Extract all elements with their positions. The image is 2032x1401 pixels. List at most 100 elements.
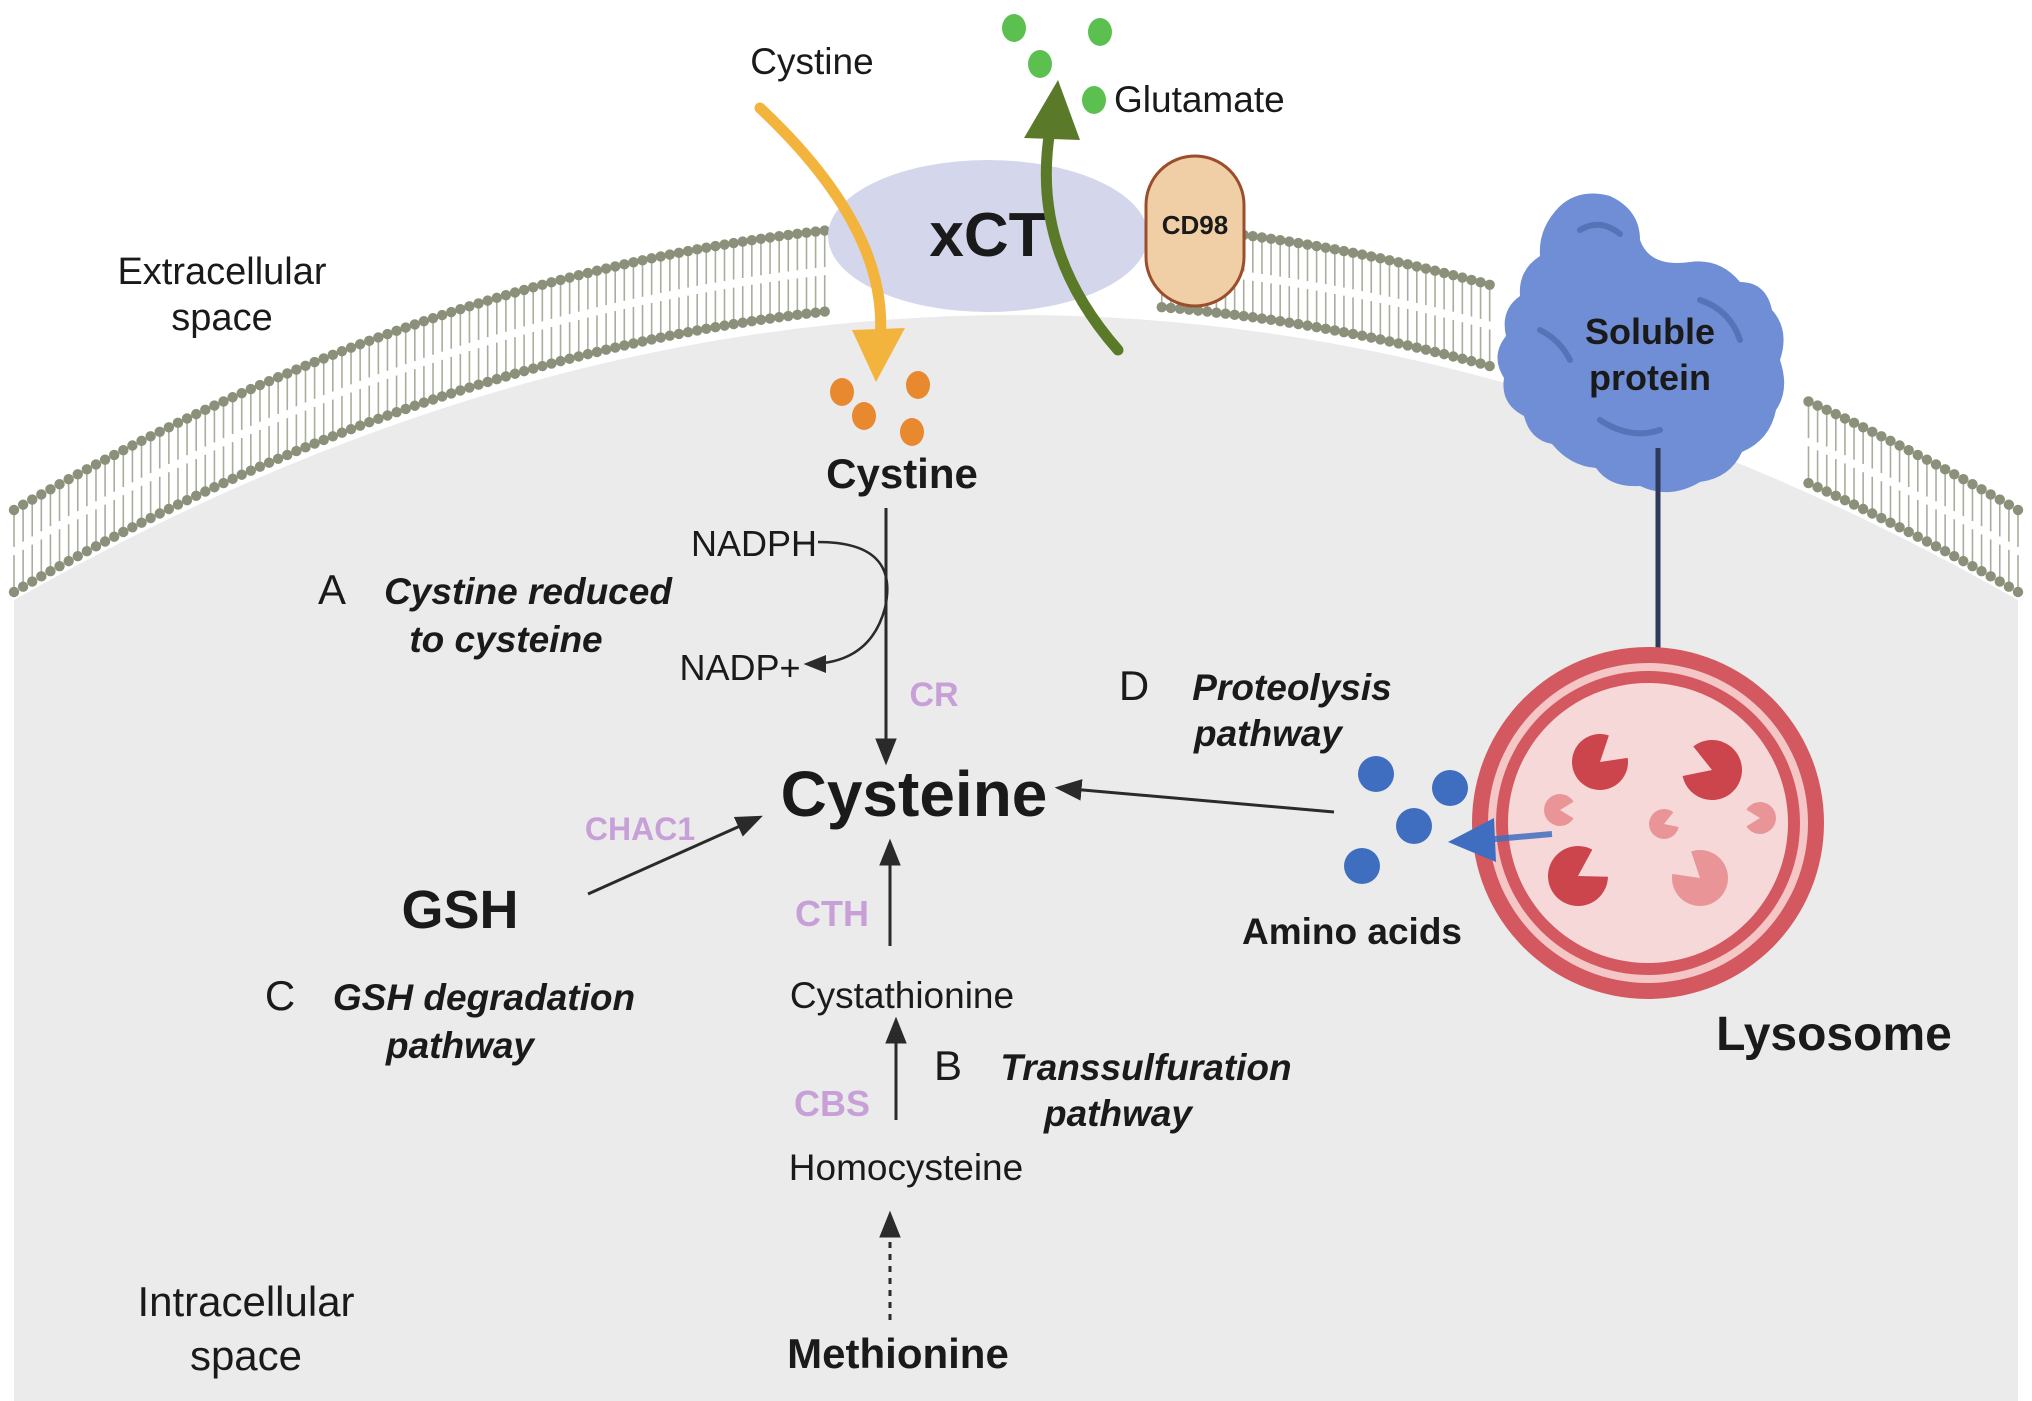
membrane-head: [673, 328, 685, 340]
pathway-b-text-2: pathway: [1043, 1093, 1194, 1134]
soluble-protein-blob: [1497, 193, 1785, 493]
membrane-head: [582, 267, 594, 279]
membrane-head: [218, 477, 229, 489]
membrane-head: [1202, 306, 1213, 317]
membrane-head: [8, 586, 20, 598]
membrane-head: [63, 555, 74, 567]
membrane-head: [1429, 265, 1441, 276]
membrane-head: [1302, 239, 1313, 250]
pathway-d-text-2: pathway: [1193, 713, 1344, 754]
enzyme-cr: CR: [909, 676, 958, 714]
xct-label: xCT: [929, 201, 1046, 270]
membrane-head: [118, 444, 129, 456]
membrane-head: [801, 227, 812, 238]
membrane-head: [1484, 360, 1495, 372]
lysosome-enzyme-pac: [1571, 734, 1628, 790]
membrane-head: [1475, 277, 1486, 288]
membrane-head: [300, 442, 311, 453]
membrane-head: [318, 353, 329, 364]
membrane-head: [1393, 338, 1404, 349]
membrane-head: [118, 526, 129, 538]
membrane-head: [1293, 237, 1304, 249]
membrane-head: [1265, 314, 1277, 326]
enzyme-cbs: CBS: [794, 1083, 870, 1124]
membrane-head: [200, 404, 211, 416]
membrane-head: [418, 316, 430, 327]
membrane-head: [528, 282, 539, 293]
membrane-head: [792, 228, 803, 240]
membrane-head: [1994, 576, 2005, 587]
membrane-head: [181, 413, 193, 424]
membrane-head: [2012, 504, 2024, 516]
membrane-head: [1156, 301, 1167, 313]
membrane-head: [136, 517, 147, 528]
pathway-b-text-1: Transsulfuration: [1000, 1047, 1291, 1088]
membrane-head: [1329, 244, 1341, 255]
membrane-head: [291, 364, 302, 375]
membrane-head: [1429, 346, 1441, 358]
membrane-head: [783, 310, 794, 322]
membrane-head: [254, 461, 266, 472]
membrane-head: [282, 449, 293, 461]
membrane-head: [1384, 255, 1395, 266]
membrane-head: [482, 295, 493, 306]
membrane-head: [17, 581, 29, 592]
membrane-head: [364, 335, 375, 347]
membrane-head: [209, 400, 220, 411]
pathway-a-text-2: to cysteine: [409, 619, 602, 660]
membrane-head: [1885, 517, 1896, 528]
membrane-head: [1821, 486, 1832, 497]
membrane-head: [1420, 344, 1432, 355]
pathway-c-text-1: GSH degradation: [333, 977, 635, 1018]
membrane-head: [291, 445, 302, 457]
membrane-head: [1885, 435, 1896, 447]
membrane-head: [1894, 440, 1905, 451]
membrane-head: [45, 566, 56, 577]
glutamate-molecules: [1002, 14, 1112, 114]
membrane-head: [90, 459, 102, 470]
membrane-head: [1165, 302, 1177, 314]
membrane-head: [473, 298, 484, 309]
membrane-head: [1384, 336, 1395, 347]
membrane-head: [190, 408, 202, 420]
membrane-head: [309, 438, 320, 449]
membrane-head: [1958, 474, 1969, 485]
membrane-head: [8, 504, 20, 516]
pathway-a-text-1: Cystine reduced: [384, 571, 673, 612]
gsh-label: GSH: [401, 880, 518, 940]
membrane-head: [409, 319, 420, 330]
membrane-head: [1912, 531, 1924, 542]
membrane-head: [1985, 489, 1996, 500]
membrane-head: [737, 317, 748, 328]
membrane-head: [1867, 508, 1878, 519]
membrane-head: [446, 306, 457, 318]
membrane-head: [646, 334, 657, 345]
membrane-head: [1256, 232, 1268, 243]
membrane-head: [272, 453, 284, 464]
membrane-head: [1903, 526, 1914, 538]
pathway-a-letter: A: [318, 566, 346, 613]
membrane-head: [2003, 581, 2015, 592]
lysosome-enzyme-pac: [1649, 809, 1679, 840]
membrane-head: [245, 383, 257, 395]
membrane-head: [1812, 482, 1823, 493]
membrane-head: [810, 307, 821, 318]
lysosome-enzyme-pac: [1547, 845, 1608, 906]
membrane-head: [364, 417, 375, 428]
membrane-head: [109, 531, 120, 542]
membrane-head: [81, 464, 93, 475]
membrane-head: [1939, 464, 1951, 475]
membrane-head: [1311, 321, 1322, 333]
membrane-head: [691, 244, 703, 255]
membrane-head: [792, 309, 803, 321]
membrane-head: [1921, 536, 1933, 547]
membrane-head: [354, 420, 366, 431]
membrane-head: [701, 242, 712, 253]
membrane-head: [1438, 348, 1450, 360]
membrane-head: [436, 391, 448, 402]
membrane-head: [491, 373, 502, 385]
membrane-head: [272, 372, 284, 383]
membrane-head: [455, 385, 466, 396]
membrane-head: [1274, 234, 1286, 246]
